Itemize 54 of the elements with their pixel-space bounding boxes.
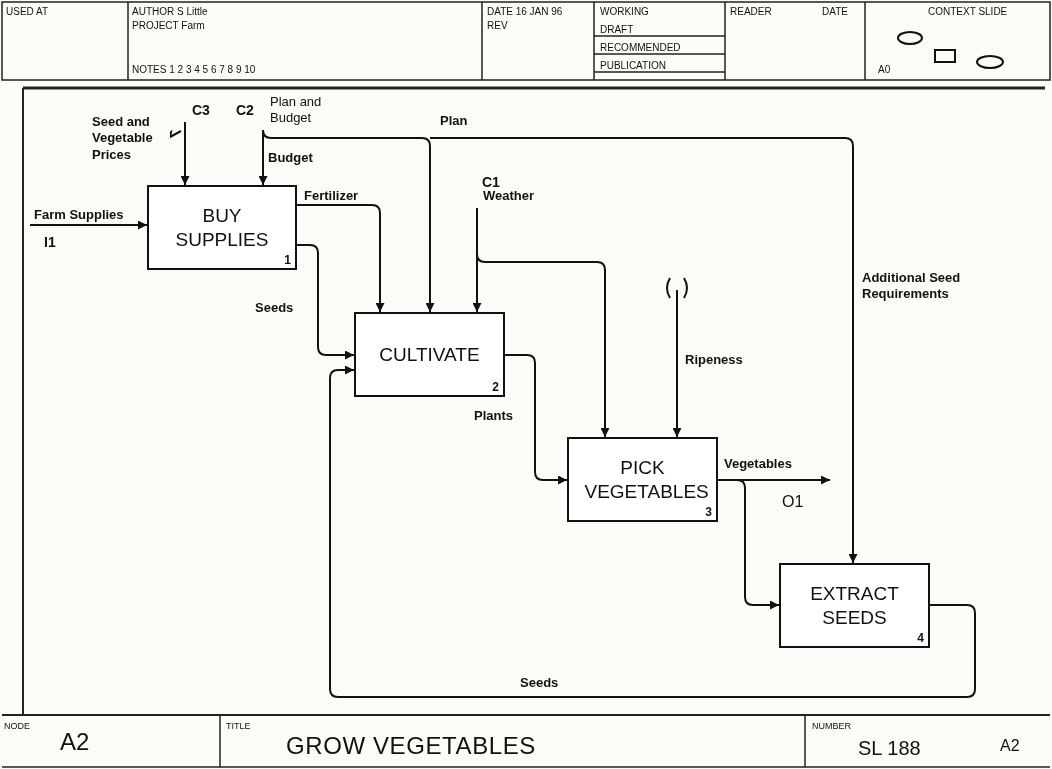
activity-name: BUY SUPPLIES	[174, 203, 270, 252]
text-label: NUMBER	[812, 720, 851, 733]
activity-box	[147, 185, 297, 270]
text-label: PUBLICATION	[600, 59, 666, 73]
activity-name: CULTIVATE	[378, 342, 481, 367]
box-number: 1	[284, 252, 291, 268]
text-label: DATE	[822, 5, 848, 19]
arrow	[476, 253, 610, 438]
text-label: TITLE	[226, 720, 251, 733]
text-label: C3	[192, 101, 210, 120]
text-label: A0	[878, 63, 891, 77]
text-label: READER	[730, 5, 772, 19]
text-label: AUTHOR S Little	[132, 5, 208, 19]
box-number: 2	[492, 379, 499, 395]
arrow	[329, 365, 976, 698]
text-label: C1	[482, 173, 500, 191]
edge-label: Vegetables	[724, 456, 792, 473]
text-label: WORKING	[600, 5, 649, 19]
text-label: C2	[236, 101, 254, 120]
arrow	[29, 220, 148, 230]
text-label: DATE 16 JAN 96	[487, 5, 563, 19]
activity-name: EXTRACT SEEDS	[809, 581, 900, 630]
diagram-title: GROW VEGETABLES	[286, 731, 536, 761]
activity-box	[354, 312, 505, 397]
arrow	[180, 121, 190, 186]
text-label: NOTES 1 2 3 4 5 6 7 8 9 10	[132, 63, 256, 77]
box-number: 3	[705, 504, 712, 520]
text-label: A2	[1000, 736, 1020, 756]
text-label: REV	[487, 19, 508, 33]
text-label: USED AT	[6, 5, 49, 19]
edge-label: Ripeness	[685, 352, 743, 369]
arrow	[672, 289, 682, 438]
arrow	[429, 137, 858, 564]
text-label: NODE	[4, 720, 30, 733]
activity-box	[567, 437, 718, 522]
arrow	[262, 129, 435, 313]
text-label: SL 188	[858, 736, 921, 761]
text-label: I1	[44, 233, 56, 252]
activity-box	[779, 563, 930, 648]
arrow	[504, 354, 568, 485]
arrow	[296, 204, 385, 313]
text-label: DRAFT	[600, 23, 634, 37]
box-number: 4	[917, 630, 924, 646]
text-label: PROJECT Farm	[132, 19, 205, 33]
text-label: RECOMMENDED	[600, 41, 681, 55]
arrow	[472, 207, 482, 313]
edge-label: Farm Supplies	[34, 207, 124, 224]
text-label: CONTEXT SLIDE	[928, 5, 1008, 19]
text-label: Plan and Budget	[270, 94, 323, 127]
text-label: A2	[60, 727, 90, 757]
arrow	[296, 244, 355, 360]
edge-label: Budget	[268, 150, 313, 167]
arrow	[717, 479, 780, 610]
text-label: O1	[782, 492, 804, 512]
